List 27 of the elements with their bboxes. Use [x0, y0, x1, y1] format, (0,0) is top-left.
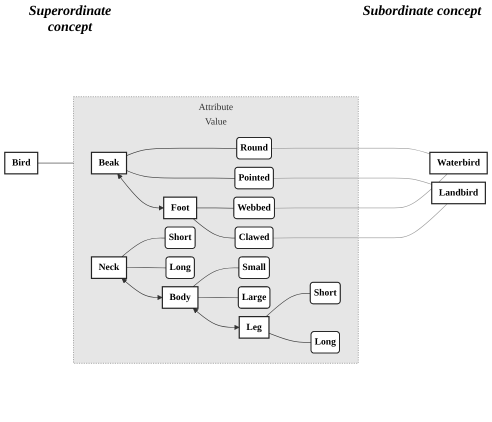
arrow: [117, 174, 164, 211]
connector: [126, 148, 238, 156]
node-box: Bird: [4, 152, 38, 174]
node-box: Foot: [163, 196, 198, 220]
connector: [274, 174, 448, 208]
node-box: Beak: [90, 152, 128, 174]
connector: [273, 203, 448, 238]
connector: [273, 178, 432, 185]
connector: [268, 332, 312, 343]
column-heading: Subordinate concept: [362, 4, 482, 21]
node-box: Waterbird: [429, 152, 488, 174]
connector: [266, 292, 311, 317]
connector: [37, 162, 74, 164]
connector: [198, 297, 239, 298]
connector: [126, 170, 236, 179]
connector: [192, 268, 240, 288]
node-box: Body: [162, 286, 199, 309]
connector: [126, 267, 167, 268]
connector: [121, 238, 166, 258]
arrow: [122, 278, 163, 300]
connector: [192, 218, 236, 238]
node-box: Landbird: [431, 182, 486, 204]
connector: [272, 148, 430, 154]
node-box: Neck: [90, 256, 128, 279]
arrow: [192, 308, 240, 330]
node-box: Leg: [238, 316, 270, 339]
column-heading: Superordinate concept: [28, 4, 112, 37]
